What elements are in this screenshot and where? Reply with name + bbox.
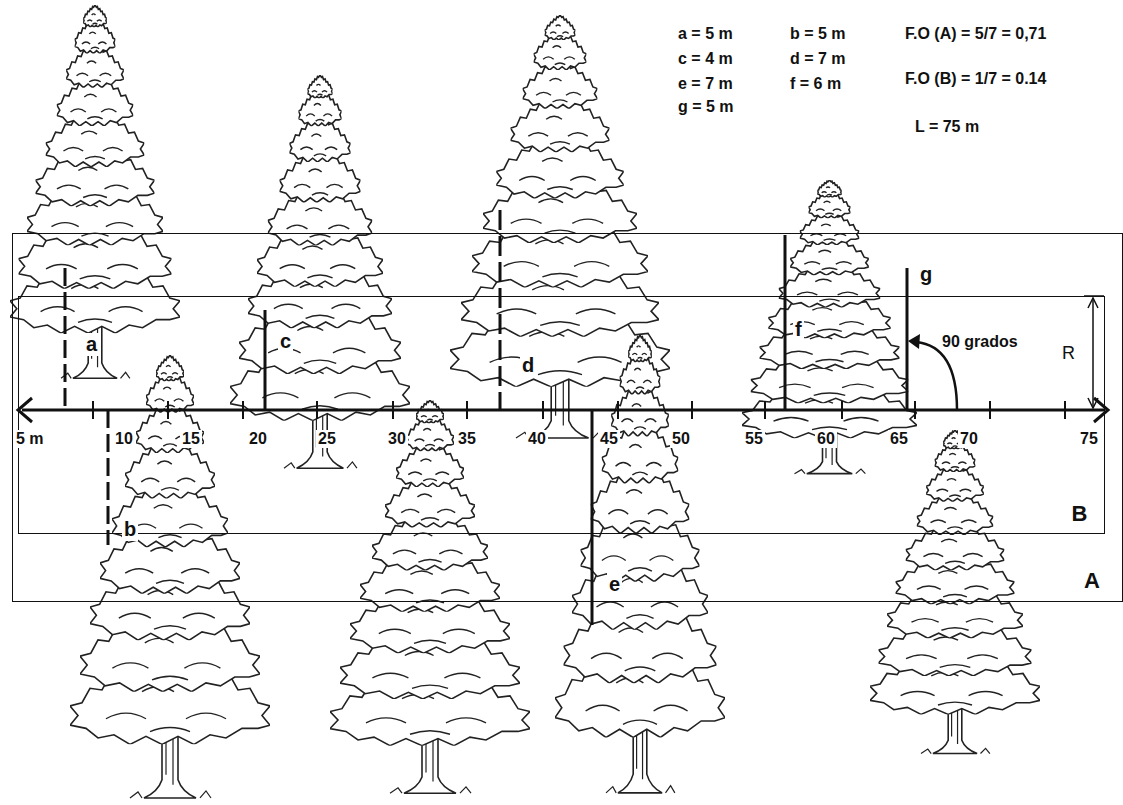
axis-number: 55 — [743, 430, 765, 448]
measure-note: d = 7 m — [788, 50, 848, 68]
formula-note: L = 75 m — [913, 118, 981, 136]
axis-number: 65 — [888, 430, 910, 448]
axis-number: 15 — [180, 430, 202, 448]
sampling-strip: AB — [12, 233, 1123, 602]
strip-letter: B — [1070, 502, 1090, 526]
sampling-strip: B — [18, 296, 1105, 534]
segment-letter: g — [918, 263, 934, 286]
measure-note: c = 4 m — [676, 50, 735, 68]
axis-number: 30 — [386, 430, 408, 448]
axis-number: 70 — [958, 430, 980, 448]
segment-letter: a — [84, 333, 99, 356]
segment-letter: d — [520, 354, 536, 377]
axis-number: 75 — [1078, 430, 1100, 448]
axis-number: 40 — [526, 430, 548, 448]
formula-note: F.O (B) = 1/7 = 0.14 — [903, 70, 1048, 88]
measure-note: g = 5 m — [676, 98, 736, 116]
radius-letter: R — [1060, 343, 1077, 364]
axis-number: 25 — [316, 430, 338, 448]
segment-letter: c — [278, 330, 293, 353]
axis-number: 5 m — [14, 430, 46, 448]
axis-number: 10 — [113, 430, 135, 448]
measure-note: a = 5 m — [676, 25, 735, 43]
measure-note: f = 6 m — [788, 75, 843, 93]
axis-number: 45 — [598, 430, 620, 448]
axis-number: 20 — [247, 430, 269, 448]
strip-letter: A — [1082, 569, 1102, 593]
axis-number: 50 — [670, 430, 692, 448]
axis-number: 35 — [456, 430, 478, 448]
segment-letter: e — [607, 573, 622, 596]
measure-note: b = 5 m — [788, 25, 848, 43]
segment-letter: f — [793, 318, 804, 341]
axis-number: 60 — [815, 430, 837, 448]
angle-note: 90 grados — [940, 333, 1020, 351]
measure-note: e = 7 m — [676, 75, 735, 93]
formula-note: F.O (A) = 5/7 = 0,71 — [903, 25, 1048, 43]
segment-letter: b — [122, 518, 138, 541]
